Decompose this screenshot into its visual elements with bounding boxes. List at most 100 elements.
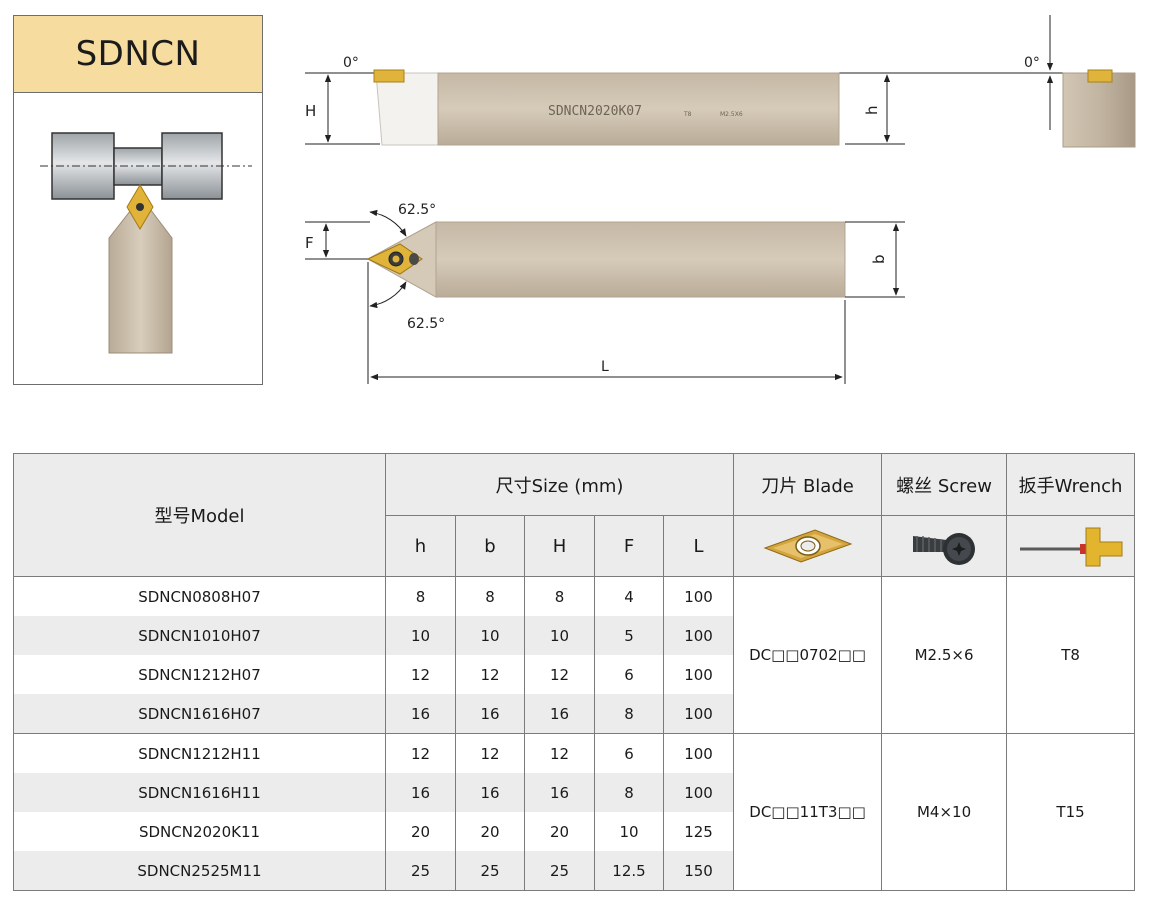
cell-b: 16 [455, 773, 525, 812]
cell-h: 16 [385, 694, 456, 734]
cell-F: 5 [594, 616, 664, 655]
header-col-h: h [385, 515, 456, 577]
cell-b: 12 [455, 733, 525, 773]
spec-table: 型号Model 尺寸Size (mm) 刀片 Blade 螺丝 Screw 扳手… [13, 453, 1136, 891]
cell-b: 20 [455, 812, 525, 851]
cell-model: SDNCN1212H07 [13, 655, 386, 694]
cell-L: 100 [662, 576, 735, 616]
dimension-drawing: SDNCN2020K07 T8 M2.5X6 H 0° h 0° 62.5° 6… [305, 15, 1136, 384]
wrench-icon [1019, 527, 1123, 567]
cell-F: 6 [594, 733, 664, 773]
angle-label-top-left: 0° [343, 55, 359, 71]
cell-F: 4 [594, 576, 664, 616]
header-size: 尺寸Size (mm) [384, 453, 735, 516]
cell-blade: DC□□0702□□ [733, 576, 883, 734]
header-screw: 螺丝 Screw [881, 453, 1008, 516]
cell-L: 100 [662, 733, 735, 773]
cell-L: 150 [662, 851, 735, 891]
cell-H: 20 [524, 812, 595, 851]
cell-H: 16 [524, 773, 595, 812]
cell-H: 25 [524, 851, 595, 891]
header-col-H: H [524, 515, 595, 577]
top-side-view: SDNCN2020K07 T8 M2.5X6 H 0° h 0° [305, 15, 1136, 148]
angle-label-62-top: 62.5° [398, 202, 436, 218]
cell-b: 12 [455, 655, 525, 694]
cell-F: 12.5 [594, 851, 664, 891]
cell-model: SDNCN1010H07 [13, 616, 386, 655]
cell-F: 10 [594, 812, 664, 851]
cell-h: 20 [385, 812, 456, 851]
cell-model: SDNCN1616H07 [13, 694, 386, 734]
cell-L: 100 [662, 655, 735, 694]
dim-label-F: F [305, 234, 314, 252]
tool-application-illustration [40, 132, 252, 354]
cell-H: 8 [524, 576, 595, 616]
cell-b: 10 [455, 616, 525, 655]
cell-F: 8 [594, 773, 664, 812]
header-col-L: L [662, 515, 735, 577]
cell-wrench: T15 [1006, 733, 1136, 891]
cell-L: 100 [662, 773, 735, 812]
wrench-thumbnail [1006, 515, 1136, 577]
cell-H: 12 [524, 655, 595, 694]
cell-h: 10 [385, 616, 456, 655]
dim-label-h: h [863, 105, 881, 115]
header-blade: 刀片 Blade [733, 453, 883, 516]
cell-screw: M4×10 [881, 733, 1008, 891]
cell-H: 10 [524, 616, 595, 655]
product-card: SDNCN [13, 15, 263, 385]
cell-H: 12 [524, 733, 595, 773]
cell-model: SDNCN2020K11 [13, 812, 386, 851]
cell-L: 100 [662, 694, 735, 734]
cell-b: 25 [455, 851, 525, 891]
dim-label-L: L [601, 359, 609, 375]
cell-H: 16 [524, 694, 595, 734]
cell-L: 125 [662, 812, 735, 851]
cell-F: 8 [594, 694, 664, 734]
cell-h: 12 [385, 733, 456, 773]
cell-blade: DC□□11T3□□ [733, 733, 883, 891]
screw-thumbnail [881, 515, 1008, 577]
cell-h: 25 [385, 851, 456, 891]
cell-F: 6 [594, 655, 664, 694]
angle-label-top-right: 0° [1024, 55, 1040, 71]
engraving-small-2: M2.5X6 [720, 111, 743, 118]
header-model: 型号Model [13, 453, 386, 577]
tool-shape [108, 184, 173, 354]
cell-model: SDNCN0808H07 [13, 576, 386, 616]
cell-h: 8 [385, 576, 456, 616]
workpiece-shape [40, 132, 252, 200]
header-col-b: b [455, 515, 525, 577]
dim-label-H: H [305, 102, 316, 120]
cell-model: SDNCN2525M11 [13, 851, 386, 891]
cell-L: 100 [662, 616, 735, 655]
plan-view: 62.5° 62.5° F b L [305, 202, 905, 384]
cell-screw: M2.5×6 [881, 576, 1008, 734]
cell-b: 16 [455, 694, 525, 734]
cell-h: 12 [385, 655, 456, 694]
cell-model: SDNCN1212H11 [13, 733, 386, 773]
cell-model: SDNCN1616H11 [13, 773, 386, 812]
product-title: SDNCN [14, 16, 262, 93]
cell-h: 16 [385, 773, 456, 812]
engraving-small-1: T8 [683, 111, 692, 118]
header-col-F: F [594, 515, 664, 577]
cell-wrench: T8 [1006, 576, 1136, 734]
angle-label-62-bottom: 62.5° [407, 316, 445, 332]
dim-label-b: b [870, 254, 888, 264]
cell-b: 8 [455, 576, 525, 616]
insert-icon [763, 529, 852, 563]
screw-icon [913, 533, 976, 565]
engraving-text: SDNCN2020K07 [548, 104, 642, 119]
header-wrench: 扳手Wrench [1006, 453, 1136, 516]
blade-thumbnail [733, 515, 883, 577]
